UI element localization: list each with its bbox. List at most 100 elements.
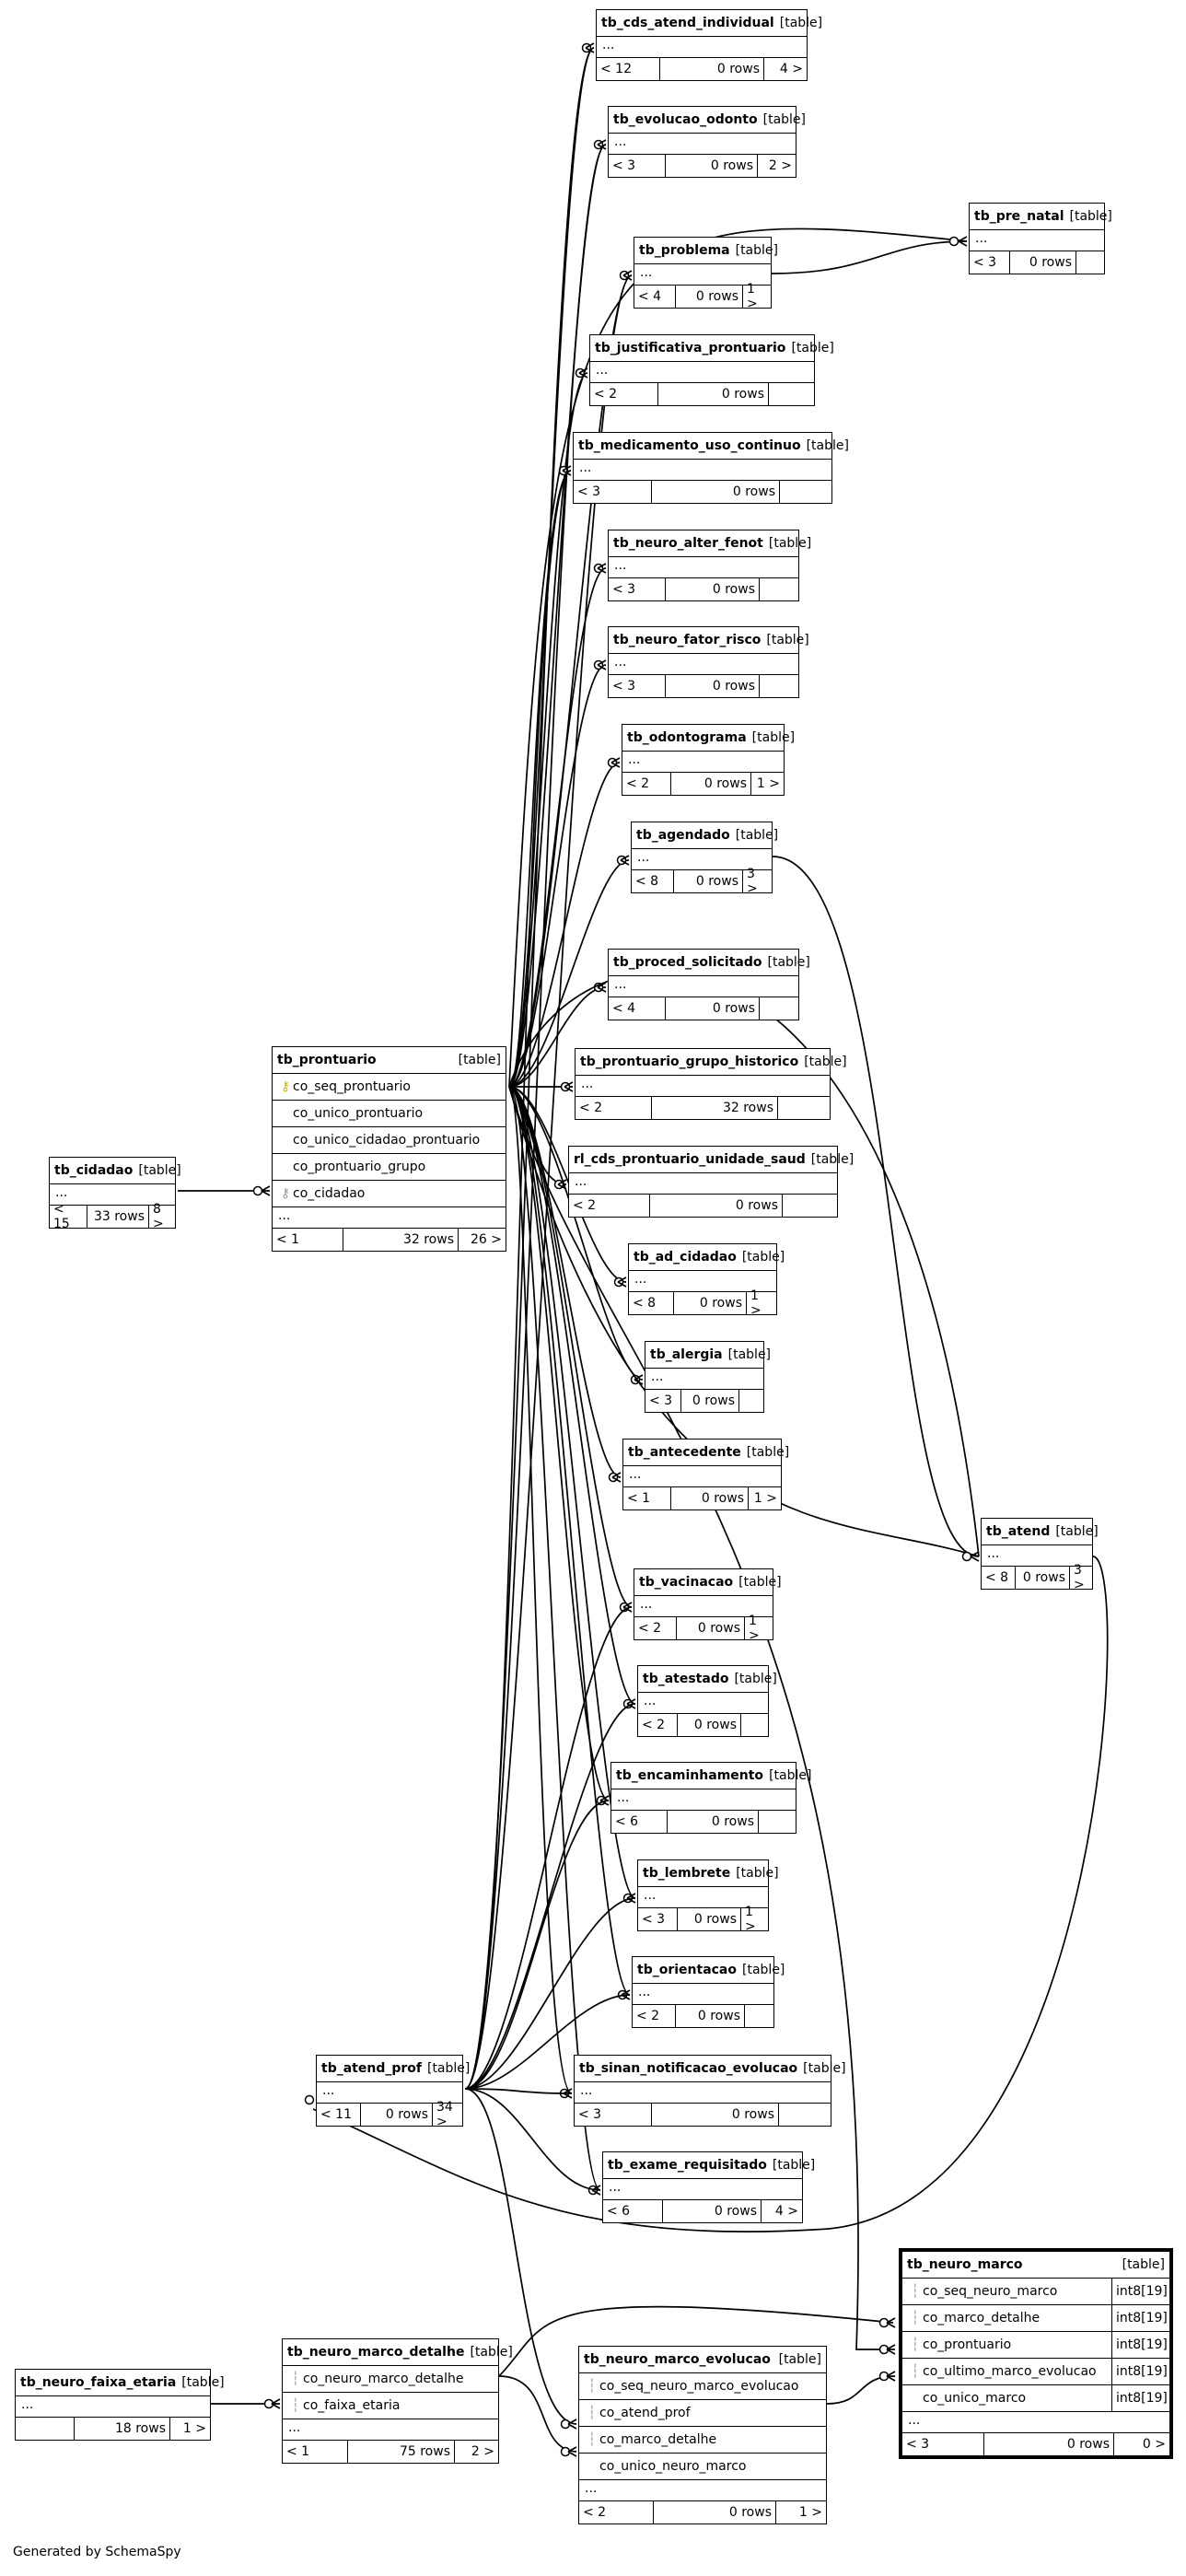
parents-count[interactable]: < 6: [603, 2200, 663, 2222]
parents-count[interactable]: < 2: [576, 1097, 652, 1119]
children-count[interactable]: 4 >: [774, 2204, 798, 2219]
parents-count[interactable]: < 2: [579, 2501, 654, 2524]
children-count[interactable]: [778, 1097, 830, 1119]
children-count[interactable]: [741, 1714, 768, 1736]
children-count[interactable]: [739, 1390, 763, 1412]
table-tb-medicamento-uso-continuo[interactable]: tb_medicamento_uso_continuo[table]...< 3…: [573, 432, 849, 504]
parents-count[interactable]: < 4: [634, 286, 676, 308]
children-count[interactable]: 2 >: [471, 2444, 494, 2459]
parents-count[interactable]: < 1: [283, 2441, 348, 2463]
parents-count[interactable]: < 3: [645, 1390, 681, 1412]
parents-count[interactable]: < 8: [632, 870, 674, 892]
table-tb-neuro-marco-evolucao[interactable]: tb_neuro_marco_evolucao[table]┆co_seq_ne…: [578, 2346, 827, 2524]
children-count[interactable]: [779, 2104, 831, 2126]
table-tb-neuro-marco-detalhe[interactable]: tb_neuro_marco_detalhe[table]┆co_neuro_m…: [282, 2338, 513, 2464]
children-count[interactable]: 34 >: [436, 2100, 453, 2129]
parents-count[interactable]: < 2: [634, 1617, 677, 1639]
parents-count[interactable]: < 2: [638, 1714, 678, 1736]
children-count[interactable]: 8 >: [153, 1202, 164, 1231]
parents-count[interactable]: < 11: [317, 2104, 361, 2126]
table-tb-prontuario-grupo-historico[interactable]: tb_prontuario_grupo_historico[table]...<…: [575, 1048, 847, 1120]
children-count[interactable]: [1076, 251, 1104, 274]
children-count[interactable]: [760, 578, 798, 600]
parents-count[interactable]: < 1: [273, 1229, 343, 1251]
children-count[interactable]: 1 >: [753, 1491, 777, 1506]
parents-count[interactable]: < 3: [574, 481, 652, 503]
parents-count[interactable]: < 1: [623, 1487, 671, 1509]
table-name: tb_atestado: [643, 1672, 729, 1686]
children-count[interactable]: [760, 997, 798, 1020]
parents-count[interactable]: < 4: [609, 997, 666, 1020]
parents-count[interactable]: [16, 2418, 75, 2440]
table-tb-neuro-marco[interactable]: tb_neuro_marco[table]┆co_seq_neuro_marco…: [899, 2248, 1173, 2459]
parents-count[interactable]: < 12: [597, 58, 660, 80]
table-tb-justificativa-prontuario[interactable]: tb_justificativa_prontuario[table]...< 2…: [589, 334, 834, 406]
children-count[interactable]: 3 >: [747, 867, 758, 896]
children-count[interactable]: 0 >: [1142, 2437, 1166, 2452]
children-count[interactable]: [780, 481, 831, 503]
parents-count[interactable]: < 2: [590, 383, 658, 405]
children-count[interactable]: 4 >: [779, 62, 803, 76]
children-count[interactable]: 26 >: [471, 1232, 502, 1247]
children-count[interactable]: 1 >: [756, 776, 780, 791]
parents-count[interactable]: < 3: [902, 2433, 984, 2455]
children-count[interactable]: [759, 1811, 796, 1833]
column-name: co_seq_neuro_marco: [923, 2284, 1058, 2299]
parents-count[interactable]: < 3: [638, 1908, 678, 1930]
children-count[interactable]: 2 >: [768, 158, 792, 173]
table-tb-sinan-notificacao-evolucao[interactable]: tb_sinan_notificacao_evolucao[table]...<…: [574, 2055, 846, 2127]
children-count[interactable]: [745, 2005, 773, 2027]
parents-count[interactable]: < 8: [629, 1292, 674, 1314]
parents-count[interactable]: < 2: [633, 2005, 676, 2027]
children-count[interactable]: 1 >: [798, 2505, 822, 2520]
children-count[interactable]: 1 >: [182, 2421, 206, 2436]
children-count[interactable]: 1 >: [747, 282, 758, 311]
parents-count[interactable]: < 15: [50, 1202, 87, 1231]
parents-count[interactable]: < 3: [609, 578, 666, 600]
parents-count[interactable]: < 8: [982, 1567, 1016, 1589]
children-count[interactable]: 1 >: [750, 1288, 762, 1318]
table-type: [table]: [1122, 2257, 1165, 2272]
children-count[interactable]: [760, 675, 798, 697]
row-count: 0 rows: [677, 1617, 745, 1639]
table-rl-cds-prontuario-unidade-saud[interactable]: rl_cds_prontuario_unidade_saud[table]...…: [568, 1146, 854, 1218]
children-count[interactable]: 1 >: [745, 1905, 756, 1934]
parents-count[interactable]: < 3: [575, 2104, 652, 2126]
parents-count[interactable]: < 3: [609, 675, 666, 697]
parents-count[interactable]: < 2: [569, 1195, 650, 1217]
table-type: [table]: [426, 2061, 471, 2076]
parents-count[interactable]: < 3: [609, 155, 666, 177]
column-row: ┆co_faixa_etaria: [283, 2393, 498, 2419]
parents-count[interactable]: < 6: [611, 1811, 668, 1833]
children-count[interactable]: [783, 1195, 837, 1217]
children-count[interactable]: [769, 383, 814, 405]
children-count[interactable]: 3 >: [1074, 1563, 1085, 1592]
children-count[interactable]: 1 >: [749, 1614, 760, 1643]
parents-count[interactable]: < 3: [970, 251, 1010, 274]
parents-count[interactable]: < 2: [622, 773, 671, 795]
edge-tb-atend-prof-to-tb-atestado: [464, 1703, 636, 2090]
